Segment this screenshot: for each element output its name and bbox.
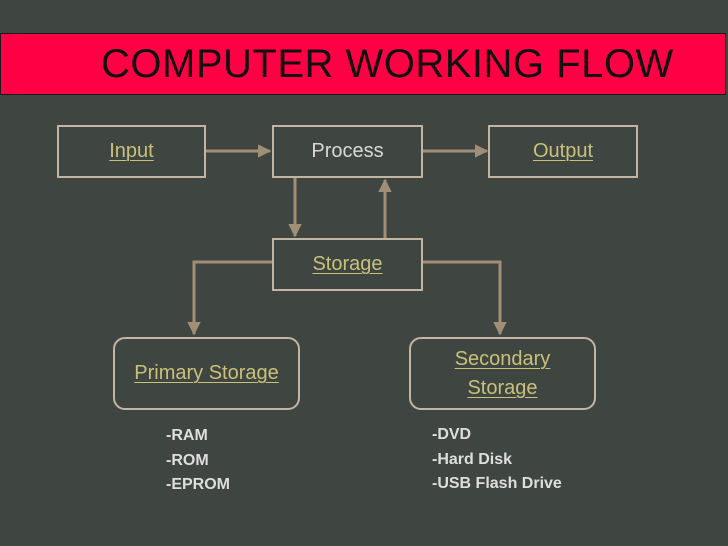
primary-storage-box: Primary Storage xyxy=(113,337,300,410)
storage-box: Storage xyxy=(272,238,423,291)
list-item: -EPROM xyxy=(166,476,230,493)
secondary-storage-label: Secondary Storage xyxy=(455,345,551,403)
list-item: -DVD xyxy=(432,426,472,443)
list-item: -RAM xyxy=(166,427,208,444)
storage-link[interactable]: Storage xyxy=(312,253,383,275)
output-box: Output xyxy=(488,125,638,178)
primary-storage-list: -RAM -ROM -EPROM xyxy=(166,424,230,498)
title-banner: COMPUTER WORKING FLOW xyxy=(0,33,726,95)
secondary-storage-link-line-1[interactable]: Secondary xyxy=(454,347,551,370)
page-title: COMPUTER WORKING FLOW xyxy=(101,42,674,86)
secondary-storage-list: -DVD -Hard Disk -USB Flash Drive xyxy=(432,423,562,497)
list-item: -ROM xyxy=(166,451,209,469)
secondary-storage-link-line-2[interactable]: Storage xyxy=(467,376,538,399)
primary-storage-link[interactable]: Primary Storage xyxy=(134,362,279,384)
secondary-storage-box: Secondary Storage xyxy=(409,337,596,410)
list-item: -USB Flash Drive xyxy=(432,475,562,492)
process-label: Process xyxy=(311,140,384,162)
arrow-storage-to-secondary xyxy=(423,260,507,336)
list-item: -Hard Disk xyxy=(432,450,513,468)
input-box: Input xyxy=(57,125,206,178)
arrow-storage-to-primary xyxy=(187,260,272,336)
input-link[interactable]: Input xyxy=(109,140,154,162)
process-box: Process xyxy=(272,125,423,178)
output-link[interactable]: Output xyxy=(532,140,594,162)
